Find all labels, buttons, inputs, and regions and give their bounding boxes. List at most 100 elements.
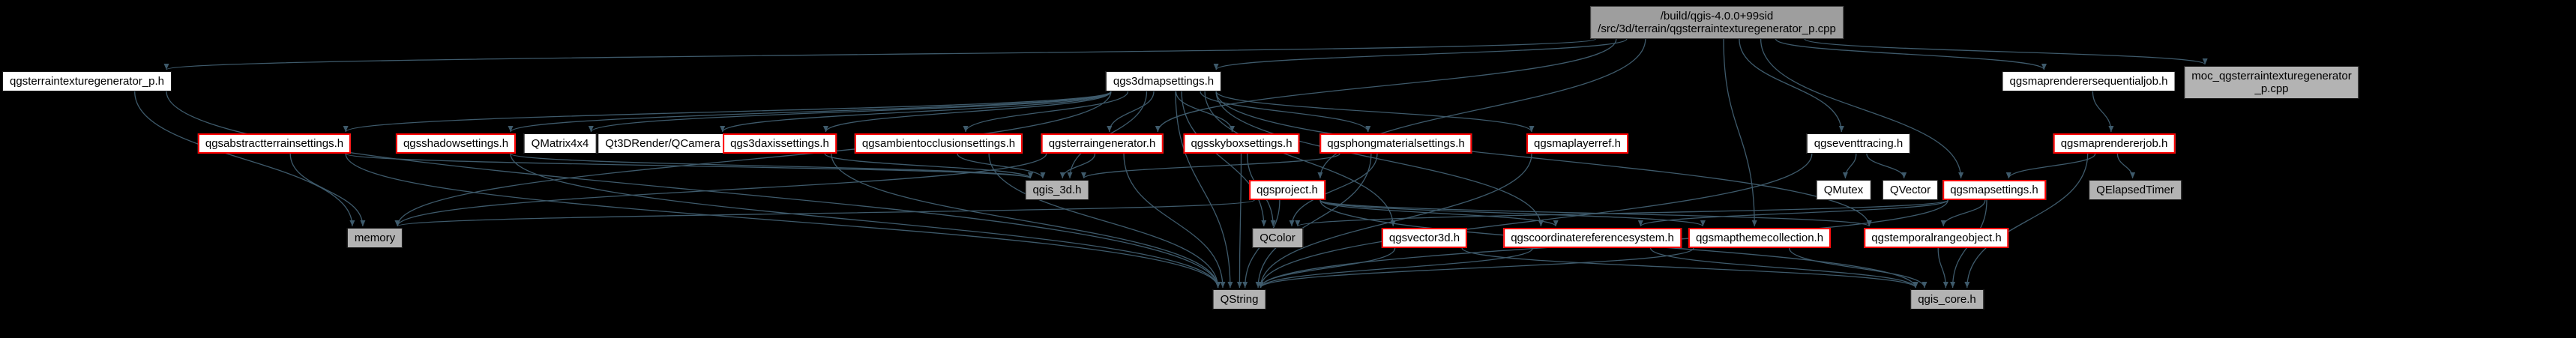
edge-mapsettings-qcolor xyxy=(1295,199,1948,227)
graph-node-ambient[interactable]: qgsambientocclusionsettings.h xyxy=(854,133,1023,154)
graph-node-vector3d[interactable]: qgsvector3d.h xyxy=(1381,228,1468,248)
edge-ambient-qstring xyxy=(988,153,1221,289)
edge-rendererjob-mapsettings xyxy=(2005,153,2096,179)
graph-node-main: /build/qgis-4.0.0+99sid/src/3d/terrain/q… xyxy=(1590,6,1844,39)
graph-node-skybox[interactable]: qgsskyboxsettings.h xyxy=(1183,133,1300,154)
edge-map3d-temporal xyxy=(1215,91,1872,227)
edge-map3d-axis3d xyxy=(823,91,1112,133)
graph-node-seqjob[interactable]: qgsmaprenderersequentialjob.h xyxy=(2002,71,2176,91)
edge-main-tgph xyxy=(164,38,1596,70)
graph-node-terraingen[interactable]: qgsterraingenerator.h xyxy=(1041,133,1164,154)
edge-axis3d-qstring xyxy=(831,153,1221,289)
graph-node-shadow[interactable]: qgsshadowsettings.h xyxy=(395,133,517,154)
edge-mapsettings-temporal xyxy=(1940,199,1986,227)
graph-node-label: QMatrix4x4 xyxy=(531,137,589,150)
graph-node-label: qgsterraingenerator.h xyxy=(1048,137,1156,150)
edge-seqjob-rendererjob xyxy=(2092,91,2114,133)
edge-map3d-terraingen xyxy=(1107,91,1155,133)
edge-main-mapsettings xyxy=(1760,38,1964,179)
graph-node-label: qgsmaplayerref.h xyxy=(1534,137,1621,150)
graph-node-label: memory xyxy=(354,232,396,244)
edge-project-temporal xyxy=(1319,199,1872,227)
graph-node-label: qgsambientocclusionsettings.h xyxy=(861,137,1016,150)
edge-map3d-qcamera xyxy=(720,91,1112,133)
edge-vector3d-qstring xyxy=(1257,247,1396,289)
edge-map3d-phong xyxy=(1200,91,1371,133)
edge-project-themes xyxy=(1319,199,1706,227)
edge-vector3d-core xyxy=(1461,247,1919,289)
edge-terraingen-qgis3d xyxy=(1059,153,1096,179)
graph-node-map3d[interactable]: qgs3dmapsettings.h xyxy=(1105,71,1222,91)
edge-ambient-qgis3d xyxy=(957,153,1046,179)
edge-rendererjob-core xyxy=(1964,153,2089,289)
graph-node-memory: memory xyxy=(346,228,403,248)
graph-node-qgis3d: qgis_3d.h xyxy=(1025,180,1089,200)
graph-node-label: qgsskyboxsettings.h xyxy=(1191,137,1292,150)
edge-abstractterrain-memory xyxy=(289,153,366,227)
edge-eventtracing-qvector xyxy=(1866,153,1907,179)
graph-node-label: qgsabstractterrainsettings.h xyxy=(205,137,344,150)
graph-node-label: _p.cpp xyxy=(2254,82,2289,95)
edge-abstractterrain-qgis3d xyxy=(345,153,1033,179)
graph-node-qelapsed: QElapsedTimer xyxy=(2089,180,2182,200)
edge-map3d-qstring xyxy=(1175,91,1233,289)
edge-temporal-core xyxy=(1937,247,1948,289)
graph-node-qmatrix[interactable]: QMatrix4x4 xyxy=(523,133,597,154)
graph-node-qcamera[interactable]: Qt3DRender/QCamera xyxy=(598,133,728,154)
edge-main-themes xyxy=(1723,38,1757,227)
edge-map3d-crs xyxy=(1215,91,1544,227)
edge-themes-core xyxy=(1788,247,1928,289)
graph-node-crs[interactable]: qgscoordinatereferencesystem.h xyxy=(1503,228,1682,248)
graph-node-themes[interactable]: qgsmapthemecollection.h xyxy=(1688,228,1832,248)
edge-tgph-qstring xyxy=(166,91,1221,289)
graph-node-label: qgsterraintexturegenerator_p.h xyxy=(10,75,164,88)
graph-node-axis3d[interactable]: qgs3daxissettings.h xyxy=(723,133,837,154)
graph-node-qvector[interactable]: QVector xyxy=(1882,180,1939,200)
edge-main-eventtracing xyxy=(1739,38,1844,133)
edge-eventtracing-qmutex xyxy=(1842,153,1857,179)
edge-main-terraingen xyxy=(1155,38,1617,133)
graph-node-label: qgis_3d.h xyxy=(1032,184,1082,196)
graph-node-label: /build/qgis-4.0.0+99sid xyxy=(1660,10,1774,22)
edge-maplayerref-qstring xyxy=(1257,153,1532,289)
graph-node-abstractterrain[interactable]: qgsabstractterrainsettings.h xyxy=(197,133,352,154)
graph-node-label: Qt3DRender/QCamera xyxy=(605,137,720,150)
graph-node-label: QMutex xyxy=(1823,184,1864,196)
graph-node-tgph[interactable]: qgsterraintexturegenerator_p.h xyxy=(2,71,172,91)
edge-crs-qstring xyxy=(1258,247,1533,289)
graph-node-label: qgsshadowsettings.h xyxy=(403,137,509,150)
graph-node-maplayerref[interactable]: qgsmaplayerref.h xyxy=(1526,133,1628,154)
edge-map3d-qmatrix xyxy=(589,91,1112,133)
edge-phong-qstring xyxy=(1255,153,1372,289)
edge-tgph-memory xyxy=(134,91,355,227)
graph-node-temporal[interactable]: qgstemporalrangeobject.h xyxy=(1864,228,2009,248)
graph-node-label: QVector xyxy=(1889,184,1931,196)
graph-node-label: QColor xyxy=(1260,232,1295,244)
graph-node-qmutex[interactable]: QMutex xyxy=(1816,180,1871,200)
edge-map3d-vector3d xyxy=(1204,91,1396,227)
graph-node-label: qgscoordinatereferencesystem.h xyxy=(1511,232,1674,244)
edge-map3d-maplayerref xyxy=(1215,91,1535,133)
graph-node-mapsettings[interactable]: qgsmapsettings.h xyxy=(1942,180,2046,200)
graph-node-phong[interactable]: qgsphongmaterialsettings.h xyxy=(1319,133,1472,154)
edge-project-memory xyxy=(395,199,1255,227)
edge-themes-qstring xyxy=(1258,247,1694,289)
graph-node-project[interactable]: qgsproject.h xyxy=(1249,180,1325,200)
graph-node-label: qgsmaprendererjob.h xyxy=(2060,137,2168,150)
edge-main-map3d xyxy=(1213,38,1628,70)
graph-node-label: QString xyxy=(1220,293,1259,306)
graph-node-rendererjob[interactable]: qgsmaprendererjob.h xyxy=(2053,133,2176,154)
edge-mapsettings-crs xyxy=(1637,199,1948,227)
graph-node-eventtracing[interactable]: qgseventtracing.h xyxy=(1806,133,1911,154)
edge-map3d-abstractterrain xyxy=(343,91,1112,133)
edge-main-moc xyxy=(1804,38,2208,65)
edge-skybox-qstring xyxy=(1236,153,1242,289)
edge-axis3d-qgis3d xyxy=(824,153,1033,179)
edge-main-project xyxy=(1317,38,1646,179)
edge-crs-core xyxy=(1649,247,1919,289)
graph-node-label: qgsphongmaterialsettings.h xyxy=(1327,137,1465,150)
graph-node-label: /src/3d/terrain/qgsterraintexturegenerat… xyxy=(1598,22,1836,35)
graph-node-label: qgs3dmapsettings.h xyxy=(1113,75,1215,88)
graph-node-label: qgis_core.h xyxy=(1918,293,1976,306)
graph-node-label: qgsmaprenderersequentialjob.h xyxy=(2009,75,2168,88)
